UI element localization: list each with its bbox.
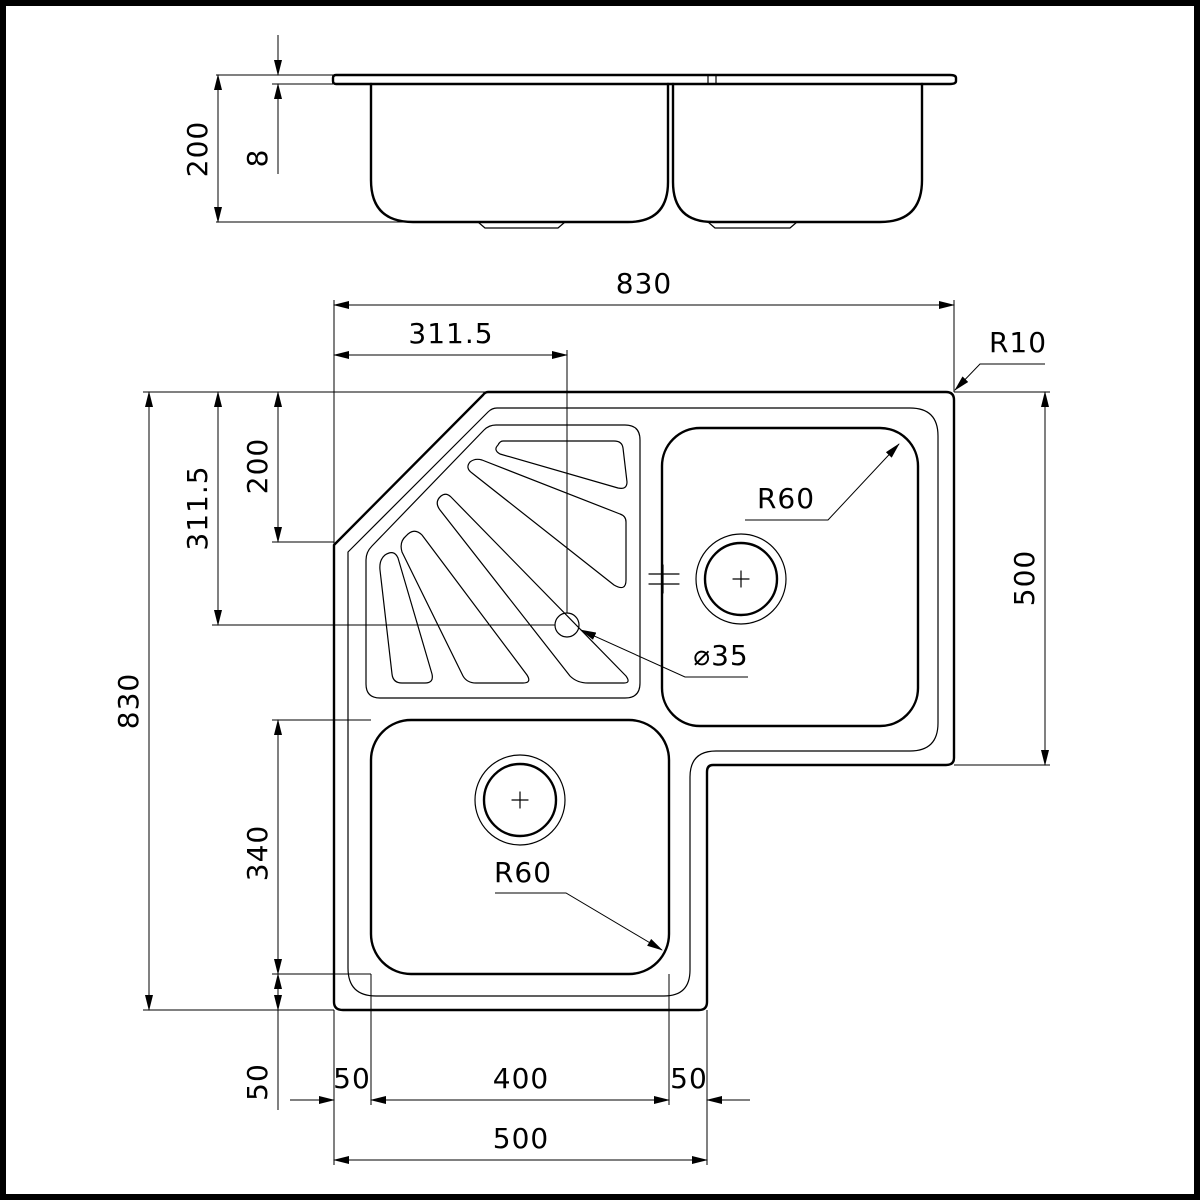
drainboard-rib <box>400 530 530 684</box>
label-drain-y: 311.5 <box>181 465 214 550</box>
sink-outline <box>332 390 956 1012</box>
label-right-r60: R60 <box>757 482 815 515</box>
leader-left-r60 <box>495 892 663 951</box>
side-view <box>331 73 958 229</box>
label-width-830: 830 <box>616 267 672 300</box>
label-left-500: 500 <box>493 1122 549 1155</box>
label-chamfer-200: 200 <box>241 438 274 494</box>
label-drain-x: 311.5 <box>408 317 493 350</box>
drainboard-rib <box>436 493 629 684</box>
centerline-symbol <box>648 564 680 594</box>
plan-view <box>332 390 956 1012</box>
label-right-50: 50 <box>670 1062 708 1095</box>
dimensions <box>143 35 1050 1165</box>
label-side-200: 200 <box>181 121 214 177</box>
label-left-bowl-340: 340 <box>241 825 274 881</box>
sink-inner-edge <box>347 407 939 997</box>
leader-r10 <box>954 363 1045 391</box>
drainboard-rib <box>495 440 628 489</box>
side-rim <box>331 73 958 86</box>
label-side-8: 8 <box>241 149 274 168</box>
drainboard-ribs <box>379 440 629 684</box>
label-r10: R10 <box>989 326 1047 359</box>
side-left-drain <box>477 221 566 229</box>
side-right-bowl <box>671 82 924 224</box>
right-bowl <box>660 426 920 728</box>
drainboard-rib <box>379 552 433 684</box>
right-drain-center <box>732 570 750 588</box>
right-drain-outer <box>695 533 787 625</box>
label-bottom-50: 50 <box>241 1063 274 1101</box>
leader-drain-35 <box>580 629 748 678</box>
right-drain-inner <box>703 541 779 617</box>
label-left-r60: R60 <box>494 856 552 889</box>
left-drain-outer <box>474 754 566 846</box>
label-drain-35: ⌀35 <box>693 639 749 672</box>
side-right-drain <box>707 221 798 229</box>
left-drain-center <box>511 791 529 809</box>
dimension-labels: 200 8 830 311.5 R10 830 311.5 200 R60 ⌀3… <box>112 121 1047 1155</box>
label-right-500: 500 <box>1008 550 1041 606</box>
drainboard-rib <box>467 458 627 589</box>
side-left-bowl <box>369 82 670 224</box>
label-left-bowl-400: 400 <box>493 1062 549 1095</box>
left-drain-inner <box>482 762 558 838</box>
leader-right-r60 <box>745 443 900 521</box>
drainboard-outline <box>365 424 641 699</box>
label-left-50: 50 <box>333 1062 371 1095</box>
label-height-830: 830 <box>112 673 145 729</box>
left-bowl <box>369 718 671 976</box>
